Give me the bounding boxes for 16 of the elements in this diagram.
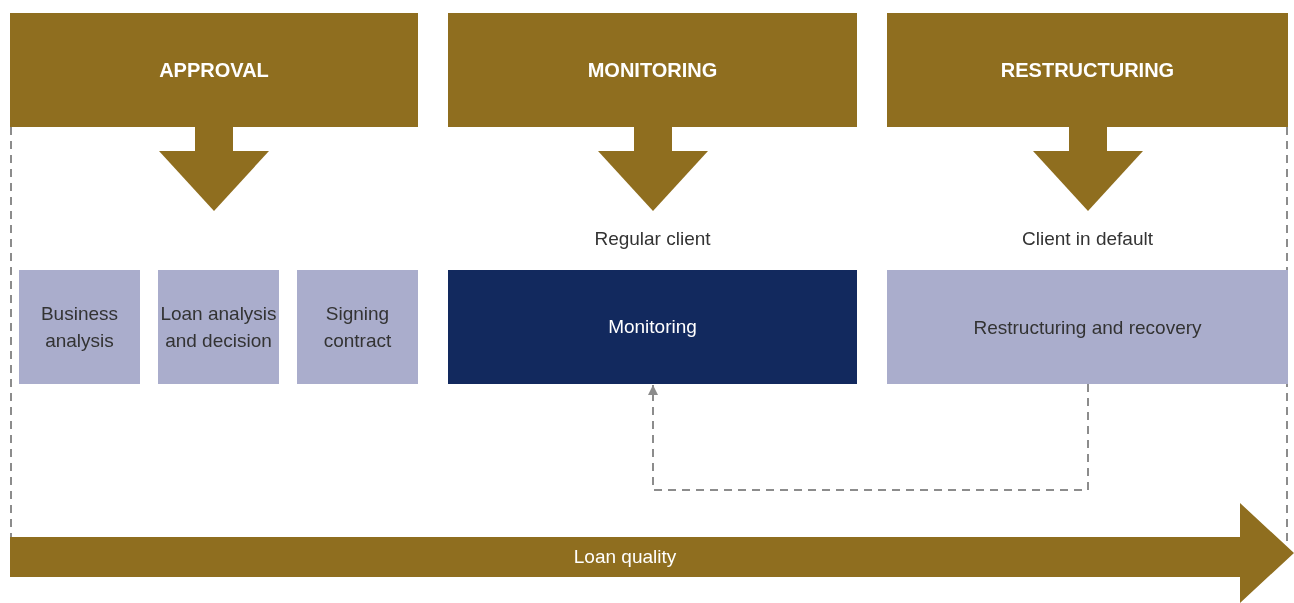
phase-header: RESTRUCTURING [887,13,1288,127]
phase-header: APPROVAL [10,13,418,127]
status-label: Regular client [594,228,711,250]
process-box: Restructuring and recovery [887,270,1288,384]
process-box: Business analysis [19,270,140,384]
block-arrow [159,127,269,211]
arrow-label: Loan quality [572,545,678,569]
process-box: Monitoring [448,270,857,384]
dashed-line [10,126,12,538]
status-label: Client in default [1022,228,1153,250]
block-arrow [598,127,708,211]
process-box: Signing contract [297,270,418,384]
dashed-arrow [648,383,1089,491]
process-box: Loan analysis and decision [158,270,279,384]
phase-header: MONITORING [448,13,857,127]
block-arrow [1033,127,1143,211]
